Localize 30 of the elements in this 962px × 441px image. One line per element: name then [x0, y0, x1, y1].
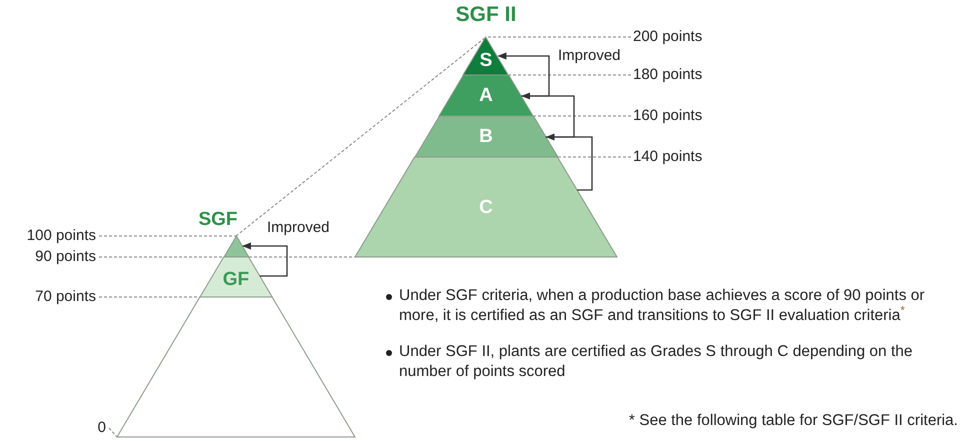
grade-label: GF [222, 270, 250, 288]
improvement-arrow [521, 92, 575, 138]
score-label: 160 points [633, 107, 713, 125]
grade-label: A [479, 86, 493, 105]
edge-label: Improved [266, 219, 331, 236]
bullet-note: Under SGF II, plants are certified as Grades S through C depending on the number of points scored [399, 342, 914, 382]
pyramid-title: SGF [197, 209, 239, 232]
footnote: * See the following table for SGF/SGF II criteria. [628, 412, 958, 430]
leader-line [108, 428, 118, 438]
edge-label: Improved [557, 47, 622, 64]
grade-label: S [480, 50, 492, 70]
score-label: 0 [2, 419, 106, 437]
leader-line [556, 156, 632, 158]
score-label: 100 points [2, 227, 96, 245]
pyramid-title: SGF II [454, 2, 518, 28]
score-label: 140 points [633, 148, 713, 166]
score-label: 200 points [633, 28, 713, 46]
score-label: 90 points [2, 248, 96, 266]
score-label: 70 points [2, 288, 96, 306]
grade-label: B [479, 127, 493, 146]
score-label: 180 points [633, 66, 713, 84]
leader-line [508, 74, 632, 76]
improvement-arrow [242, 242, 288, 277]
grade-label: C [479, 198, 493, 216]
zoom-guide-line [236, 36, 486, 236]
improvement-arrow [497, 52, 550, 97]
improvement-arrow [546, 133, 593, 191]
bullet-note: Under SGF criteria, when a production base achieves a score of 90 points or more, it is certified as an SGF and transitions to SGF II evaluation criteria$^{*}$ [399, 286, 926, 326]
leader-line [486, 36, 632, 38]
leader-line [98, 256, 356, 258]
